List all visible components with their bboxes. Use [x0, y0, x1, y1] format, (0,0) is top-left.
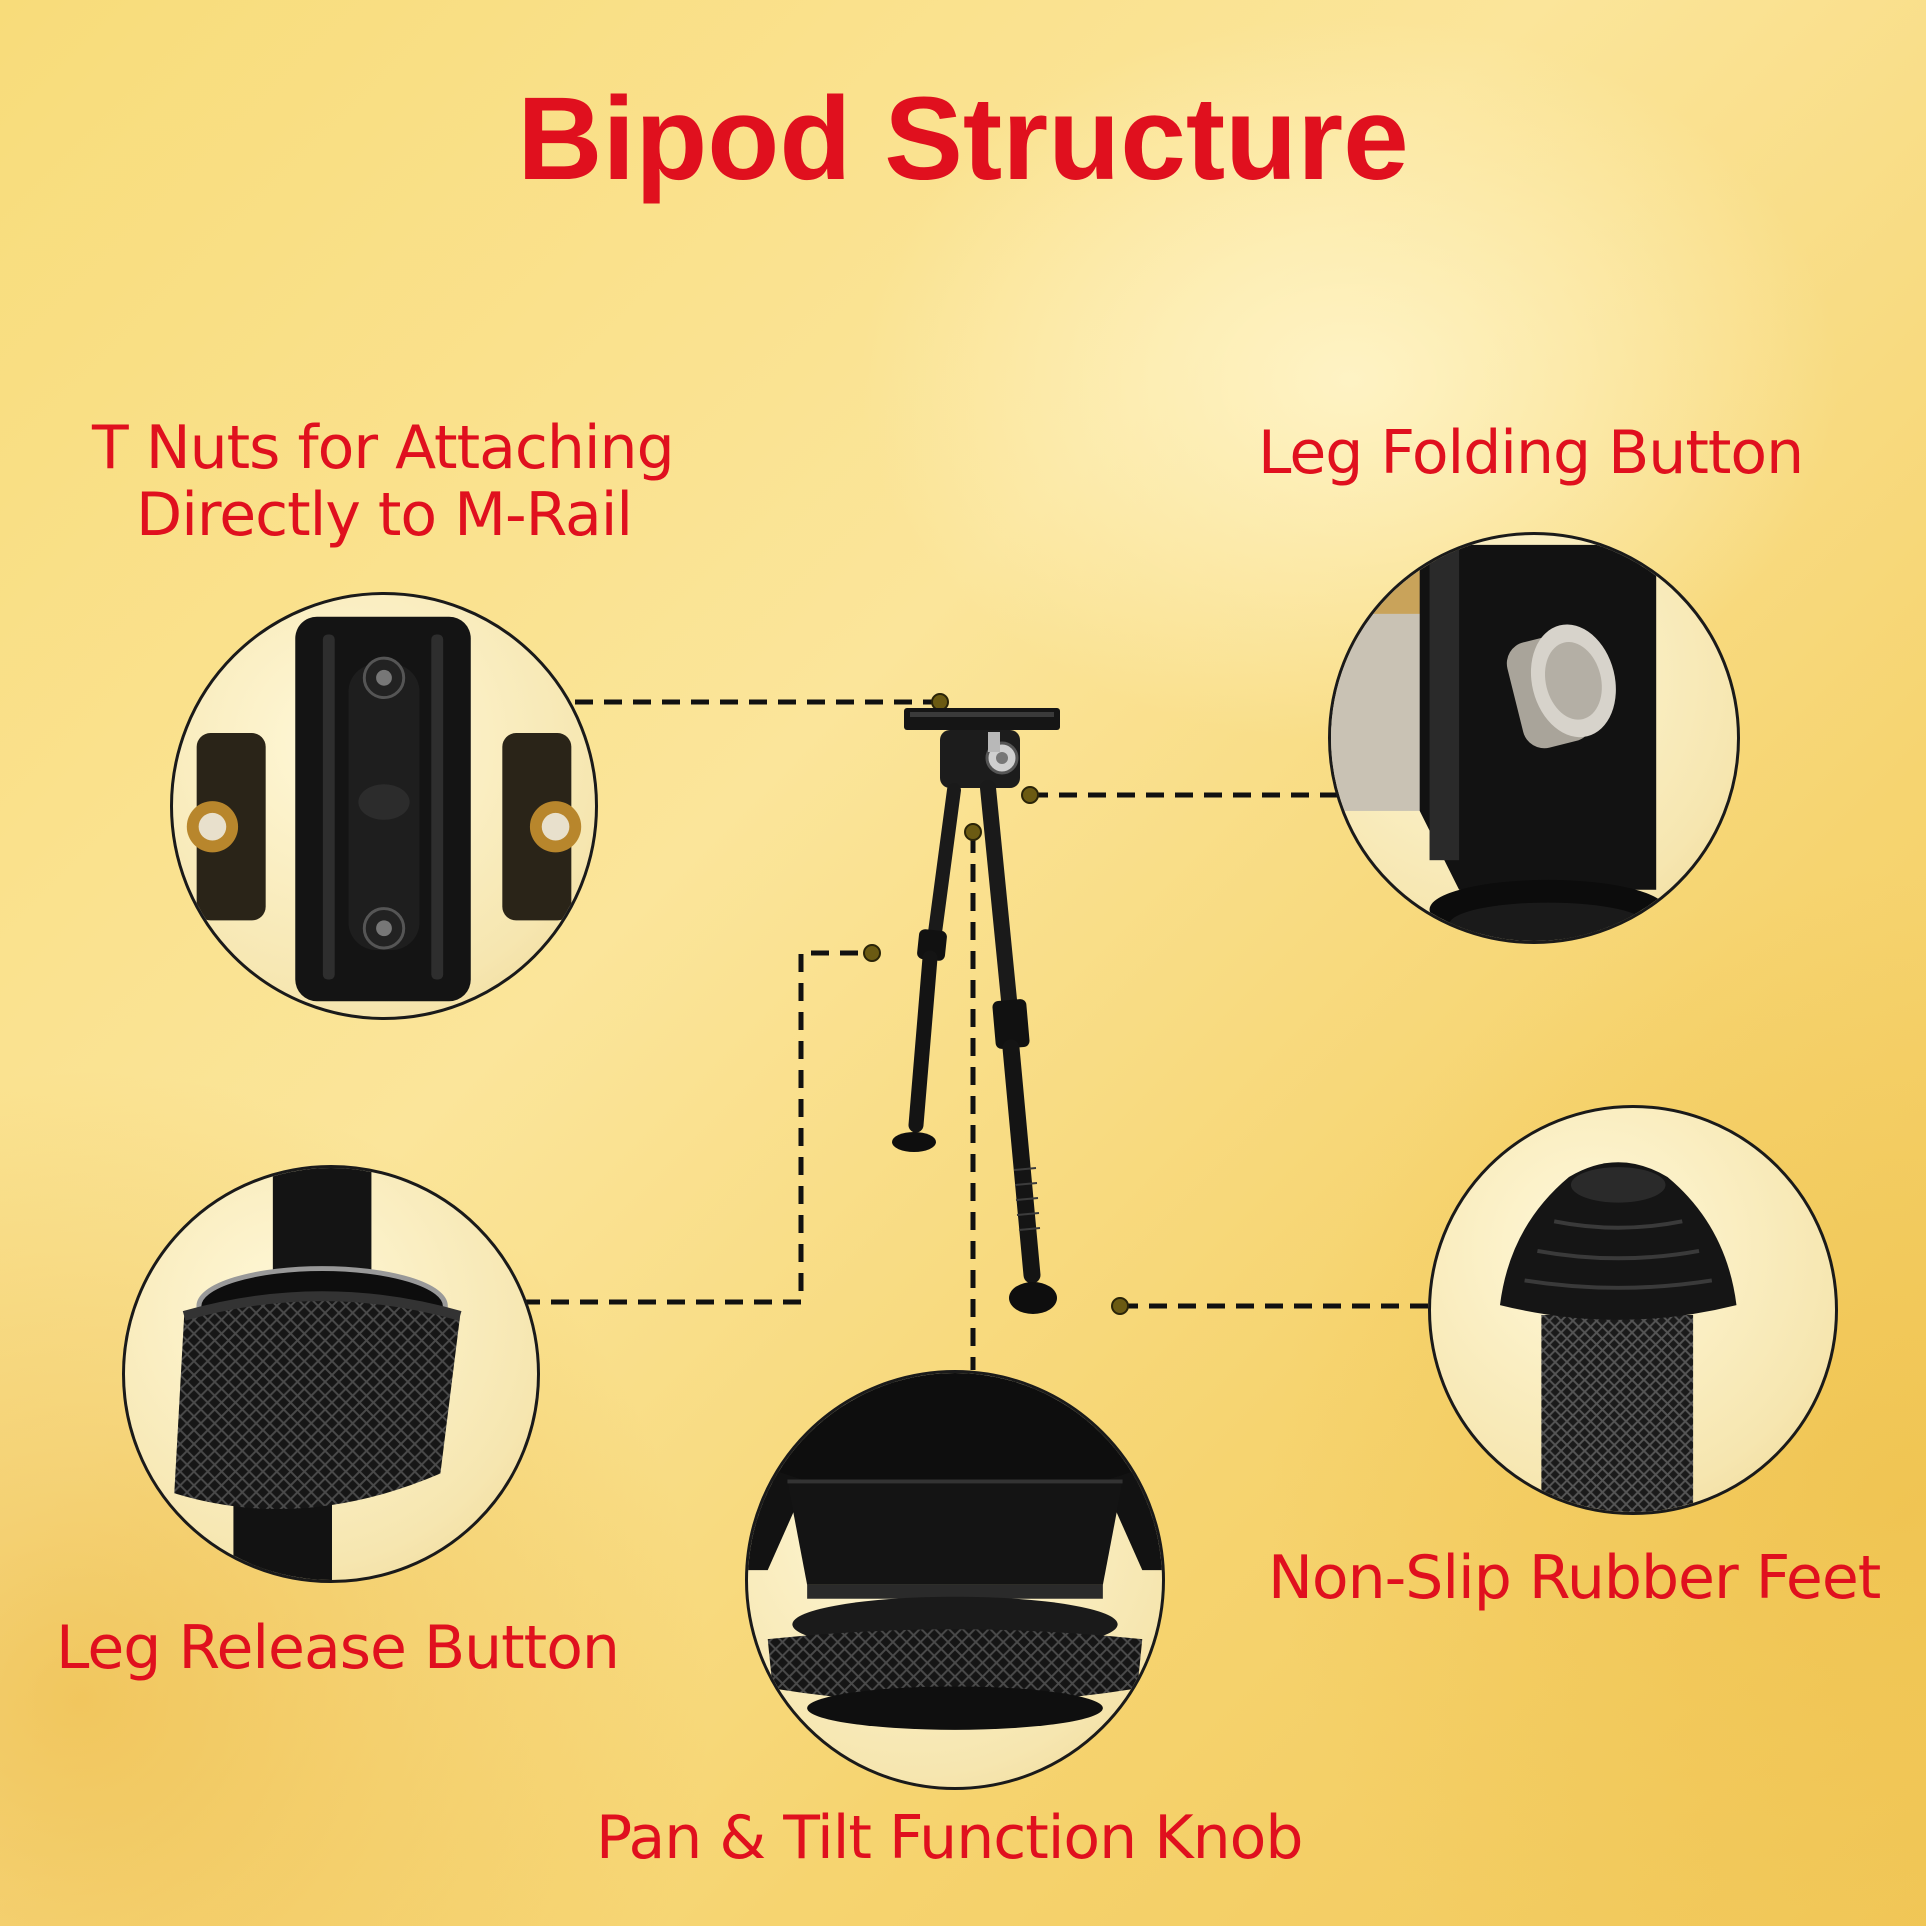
closeup-leg-release-circle — [122, 1165, 540, 1583]
connector-dot-pan-tilt — [964, 823, 982, 841]
label-rubber-feet: Non-Slip Rubber Feet — [1268, 1543, 1881, 1613]
label-pan-tilt: Pan & Tilt Function Knob — [596, 1803, 1303, 1873]
m-rail-mount-closeup-icon — [186, 616, 582, 1002]
label-t-nuts: T Nuts for Attaching Directly to M-Rail — [92, 413, 675, 551]
pan-tilt-knob-closeup-icon — [748, 1373, 1162, 1730]
connector-dot-leg-release — [863, 944, 881, 962]
label-t-nuts-line2: Directly to M-Rail — [136, 480, 633, 551]
connector-leg-release — [522, 950, 872, 1305]
closeup-t-nuts-circle — [170, 592, 598, 1020]
rubber-foot-closeup-icon — [1499, 1162, 1737, 1512]
label-leg-folding: Leg Folding Button — [1258, 418, 1804, 488]
connector-dot-leg-folding — [1021, 786, 1039, 804]
connector-dot-rubber-feet — [1111, 1297, 1129, 1315]
closeup-rubber-feet-circle — [1428, 1105, 1838, 1515]
leg-folding-button-closeup-icon — [1331, 535, 1667, 941]
closeup-leg-folding-circle — [1328, 532, 1740, 944]
page-title: Bipod Structure — [517, 73, 1409, 205]
label-t-nuts-line1: T Nuts for Attaching — [92, 413, 675, 483]
bipod-product-image — [892, 708, 1060, 1314]
label-leg-release: Leg Release Button — [56, 1613, 620, 1683]
closeup-pan-tilt-circle — [745, 1370, 1165, 1790]
leg-release-knurled-collar-closeup-icon — [174, 1168, 462, 1580]
